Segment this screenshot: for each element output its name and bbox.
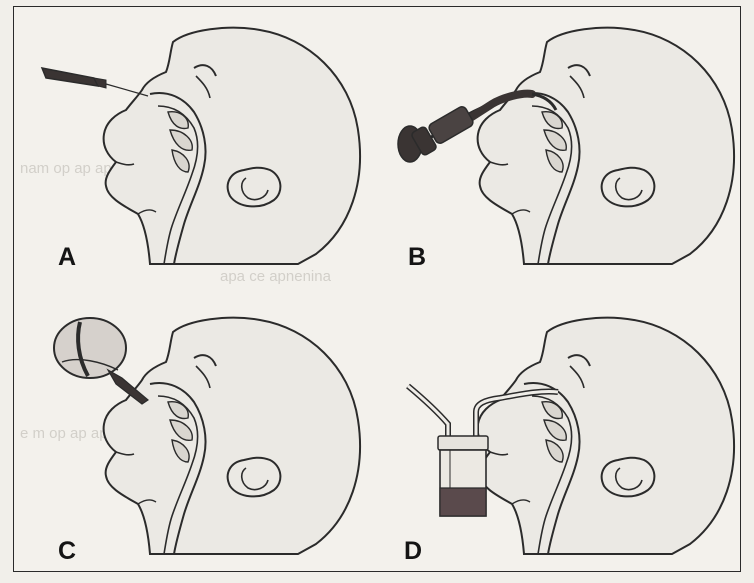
syringe-icon bbox=[42, 68, 148, 96]
panel-d-drawing bbox=[408, 318, 734, 554]
panel-label-c: C bbox=[58, 537, 76, 566]
panel-c-drawing bbox=[54, 318, 360, 554]
panel-label-a: A bbox=[58, 243, 76, 272]
panel-label-d: D bbox=[404, 537, 422, 566]
panel-b-drawing bbox=[398, 28, 734, 264]
panel-a-drawing bbox=[42, 28, 360, 264]
bulb-syringe-icon bbox=[54, 318, 148, 404]
panel-label-b: B bbox=[408, 243, 426, 272]
